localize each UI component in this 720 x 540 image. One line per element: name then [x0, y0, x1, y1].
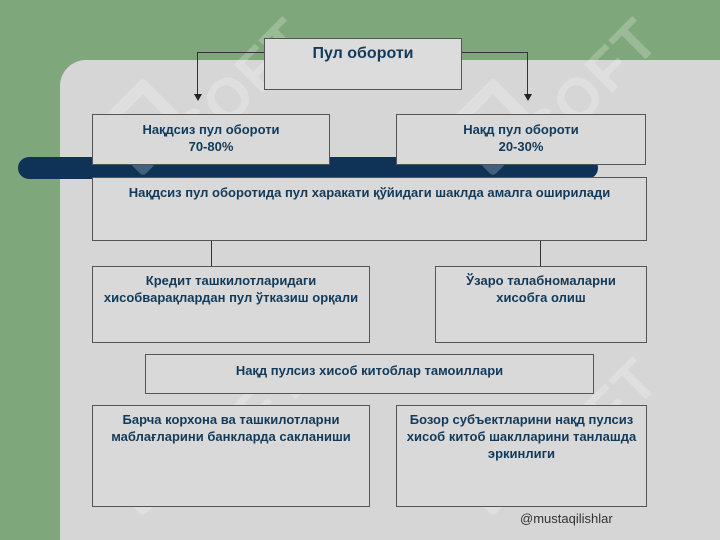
connector-line — [527, 52, 528, 94]
cashless-turnover-label: Нақдсиз пул обороти — [142, 122, 280, 137]
diagram-title-box: Пул обороти — [264, 38, 462, 90]
connector-line — [461, 52, 527, 53]
cashless-turnover-share: 70-80% — [188, 139, 234, 154]
transfer-box: Кредит ташкилотларидаги хисобварақлардан… — [92, 266, 370, 343]
principle-2-box: Бозор субъектларини нақд пулсиз хисоб ки… — [396, 405, 647, 507]
diagram-title: Пул обороти — [312, 45, 414, 62]
cash-turnover-label: Нақд пул обороти — [463, 122, 579, 137]
cashless-movement-box: Нақдсиз пул оборотида пул харакати қўйид… — [92, 177, 647, 241]
arrow-head-icon — [194, 94, 202, 101]
offset-box: Ўзаро талабномаларни хисобга олиш — [435, 266, 647, 343]
principle-2-text: Бозор субъектларини нақд пулсиз хисоб ки… — [406, 412, 637, 461]
transfer-text: Кредит ташкилотларидаги хисобварақлардан… — [103, 273, 359, 305]
cash-turnover-box: Нақд пул обороти 20-30% — [396, 114, 646, 165]
principle-1-text: Барча корхона ва ташкилотларни маблағлар… — [111, 412, 351, 444]
connector-line — [540, 241, 541, 267]
offset-text: Ўзаро талабномаларни хисобга олиш — [466, 273, 616, 305]
cashless-movement-text: Нақдсиз пул оборотида пул харакати қўйид… — [128, 185, 611, 200]
connector-line — [197, 52, 198, 94]
arrow-head-icon — [524, 94, 532, 101]
cash-turnover-share: 20-30% — [498, 139, 544, 154]
connector-line — [211, 241, 212, 267]
principles-box: Нақд пулсиз хисоб китоблар тамоиллари — [145, 354, 594, 394]
principles-text: Нақд пулсиз хисоб китоблар тамоиллари — [235, 363, 504, 378]
cashless-turnover-box: Нақдсиз пул обороти 70-80% — [92, 114, 330, 165]
footer-handle: @mustaqilishlar — [520, 511, 613, 526]
principle-1-box: Барча корхона ва ташкилотларни маблағлар… — [92, 405, 370, 507]
connector-line — [197, 52, 264, 53]
